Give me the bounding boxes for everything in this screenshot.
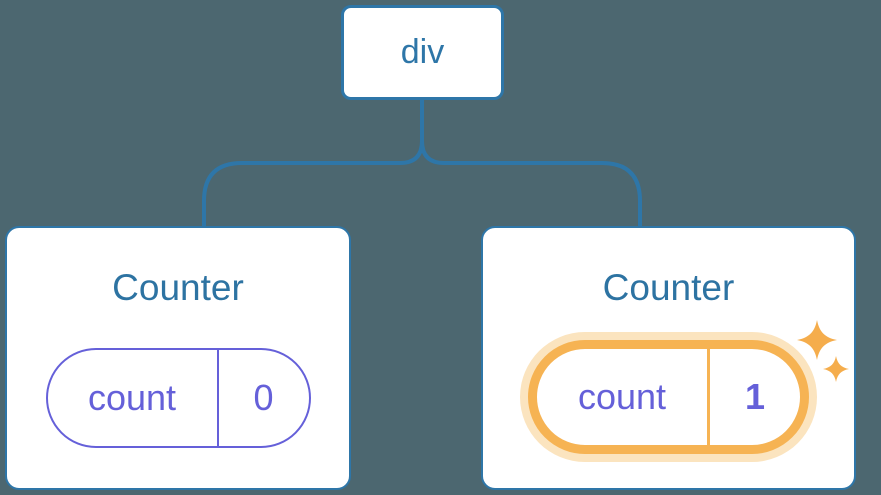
state-pill-divider — [216, 350, 219, 446]
counter-node-left: Counter count 0 — [5, 226, 351, 490]
counter-node-right: Counter count 1 — [481, 226, 856, 490]
sparkle-icon — [797, 320, 837, 360]
root-node-div: div — [341, 5, 504, 100]
state-name: count — [87, 377, 177, 418]
state-value: 0 — [253, 377, 274, 418]
connector-left-branch — [202, 98, 424, 229]
state-pill: count 0 — [45, 348, 311, 448]
state-value: 1 — [744, 376, 766, 417]
state-pill-highlighted: count 1 — [528, 340, 809, 454]
root-node-label: div — [400, 33, 445, 71]
state-name: count — [577, 376, 667, 417]
connector-right-branch — [420, 98, 642, 229]
component-title: Counter — [112, 267, 244, 308]
sparkle-icon — [823, 356, 849, 382]
component-title: Counter — [602, 267, 735, 308]
state-pill-divider — [707, 349, 710, 445]
